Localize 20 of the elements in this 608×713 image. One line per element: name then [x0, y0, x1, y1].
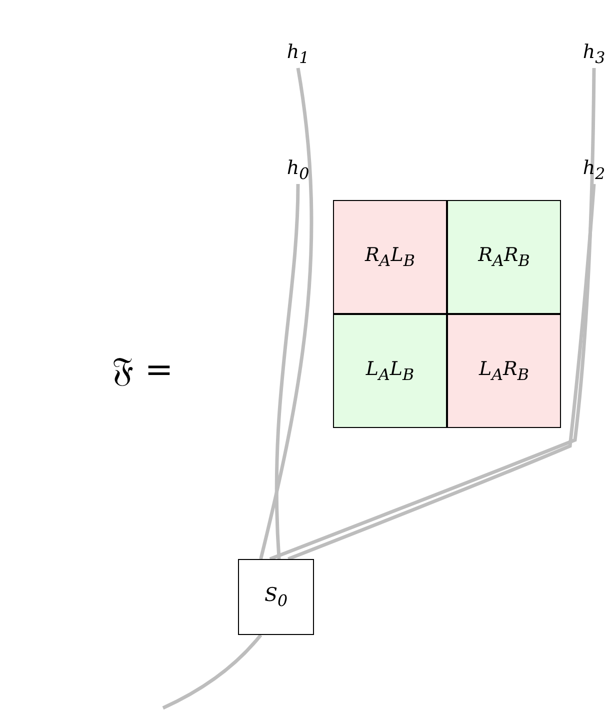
strand-line: [259, 68, 314, 560]
strand-line: [269, 68, 596, 561]
math-label: L$_{A}$L$_{B}$: [366, 360, 414, 382]
math-label: L$_{A}$R$_{B}$: [478, 360, 529, 382]
strand-line: [162, 634, 262, 710]
math-label: R$_{A}$L$_{B}$: [364, 246, 415, 268]
strand-label: h$_{3}$: [582, 42, 606, 66]
math-label: R$_{A}$R$_{B}$: [478, 246, 530, 268]
equation-label: 𝔉 =: [112, 350, 174, 390]
math-label: S$_{0}$: [264, 586, 288, 608]
strand-line: [274, 184, 300, 560]
strand-line: [288, 184, 596, 561]
state-box: [238, 559, 314, 635]
grid-cell: [447, 314, 561, 428]
strand-label: h$_{2}$: [582, 158, 606, 182]
strand-label: h$_{1}$: [286, 42, 310, 66]
strand-label: h$_{0}$: [286, 158, 310, 182]
grid-cell: [333, 314, 447, 428]
grid-cell: [333, 200, 447, 314]
grid-cell: [447, 200, 561, 314]
